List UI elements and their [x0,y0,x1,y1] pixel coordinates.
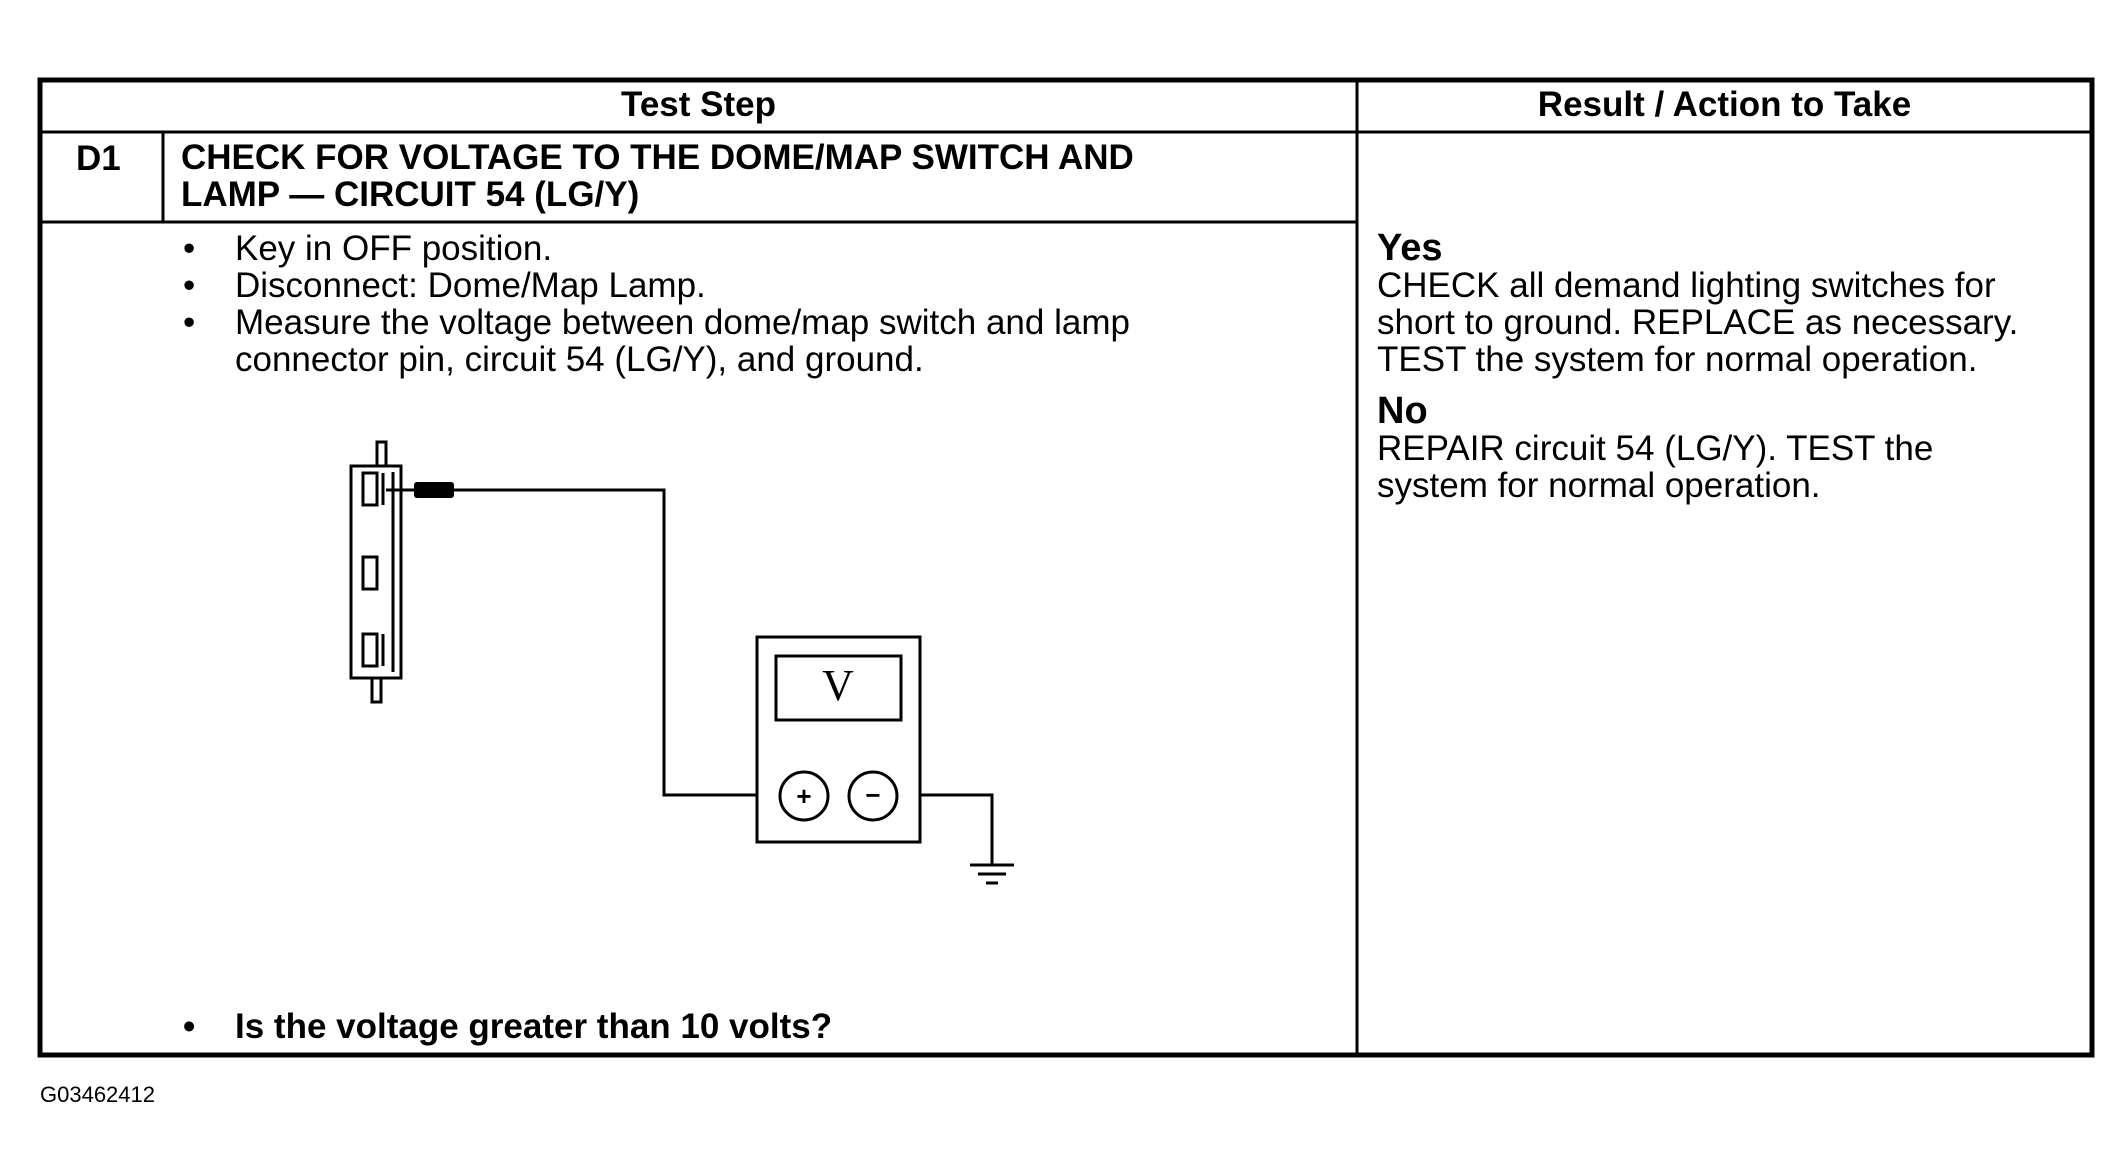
test-question: • Is the voltage greater than 10 volts? [179,1008,1349,1045]
instruction-text-line-1: Measure the voltage between dome/map swi… [235,303,1130,342]
step-id: D1 [76,139,121,178]
test-probe [386,482,454,498]
negative-terminal [847,770,899,822]
negative-terminal-label: − [865,780,880,810]
bullet: • [183,1007,196,1046]
instruction-text: Key in OFF position. [235,229,553,268]
result-no-line: system for normal operation. [1377,466,1821,505]
result-yes-line: CHECK all demand lighting switches for [1377,266,1996,305]
step-title-line-1: CHECK FOR VOLTAGE TO THE DOME/MAP SWITCH… [181,138,1134,177]
result-yes-line: short to ground. REPLACE as necessary. [1377,303,2019,342]
test-question-text: Is the voltage greater than 10 volts? [235,1007,833,1046]
result-no-label: No [1377,390,1428,432]
bullet: • [183,303,196,342]
result-yes-line: TEST the system for normal operation. [1377,340,1978,379]
positive-terminal-label: + [796,781,811,811]
result-no: No REPAIR circuit 54 (LG/Y). TEST the sy… [1377,392,2077,504]
instruction-item: • Key in OFF position. [179,230,1349,267]
lamp-connector [349,440,403,704]
voltmeter: V + − [755,635,922,844]
result-no-text: REPAIR circuit 54 (LG/Y). TEST the syste… [1377,430,2077,504]
result-yes-text: CHECK all demand lighting switches for s… [1377,267,2077,378]
result-yes: Yes CHECK all demand lighting switches f… [1377,229,2077,378]
instruction-item: • Measure the voltage between dome/map s… [179,304,1349,378]
instruction-list: • Key in OFF position. • Disconnect: Dom… [179,230,1349,378]
meter-display [774,654,903,722]
result-yes-label: Yes [1377,227,1443,269]
step-title: CHECK FOR VOLTAGE TO THE DOME/MAP SWITCH… [181,139,1351,219]
instruction-text: Disconnect: Dome/Map Lamp. [235,266,706,305]
figure-id: G03462412 [40,1082,155,1107]
test-leads [454,488,994,865]
header-result-action: Result / Action to Take [1537,85,1912,124]
bullet: • [183,229,196,268]
ground-symbol-icon [970,863,1014,885]
bullet: • [183,266,196,305]
step-title-line-2: LAMP — CIRCUIT 54 (LG/Y) [181,175,640,214]
instruction-item: • Disconnect: Dome/Map Lamp. [179,267,1349,304]
header-test-step: Test Step [621,85,776,124]
positive-terminal [778,770,830,822]
meter-display-label: V [822,661,854,710]
instruction-text-line-2: connector pin, circuit 54 (LG/Y), and gr… [235,340,924,379]
result-no-line: REPAIR circuit 54 (LG/Y). TEST the [1377,429,1934,468]
